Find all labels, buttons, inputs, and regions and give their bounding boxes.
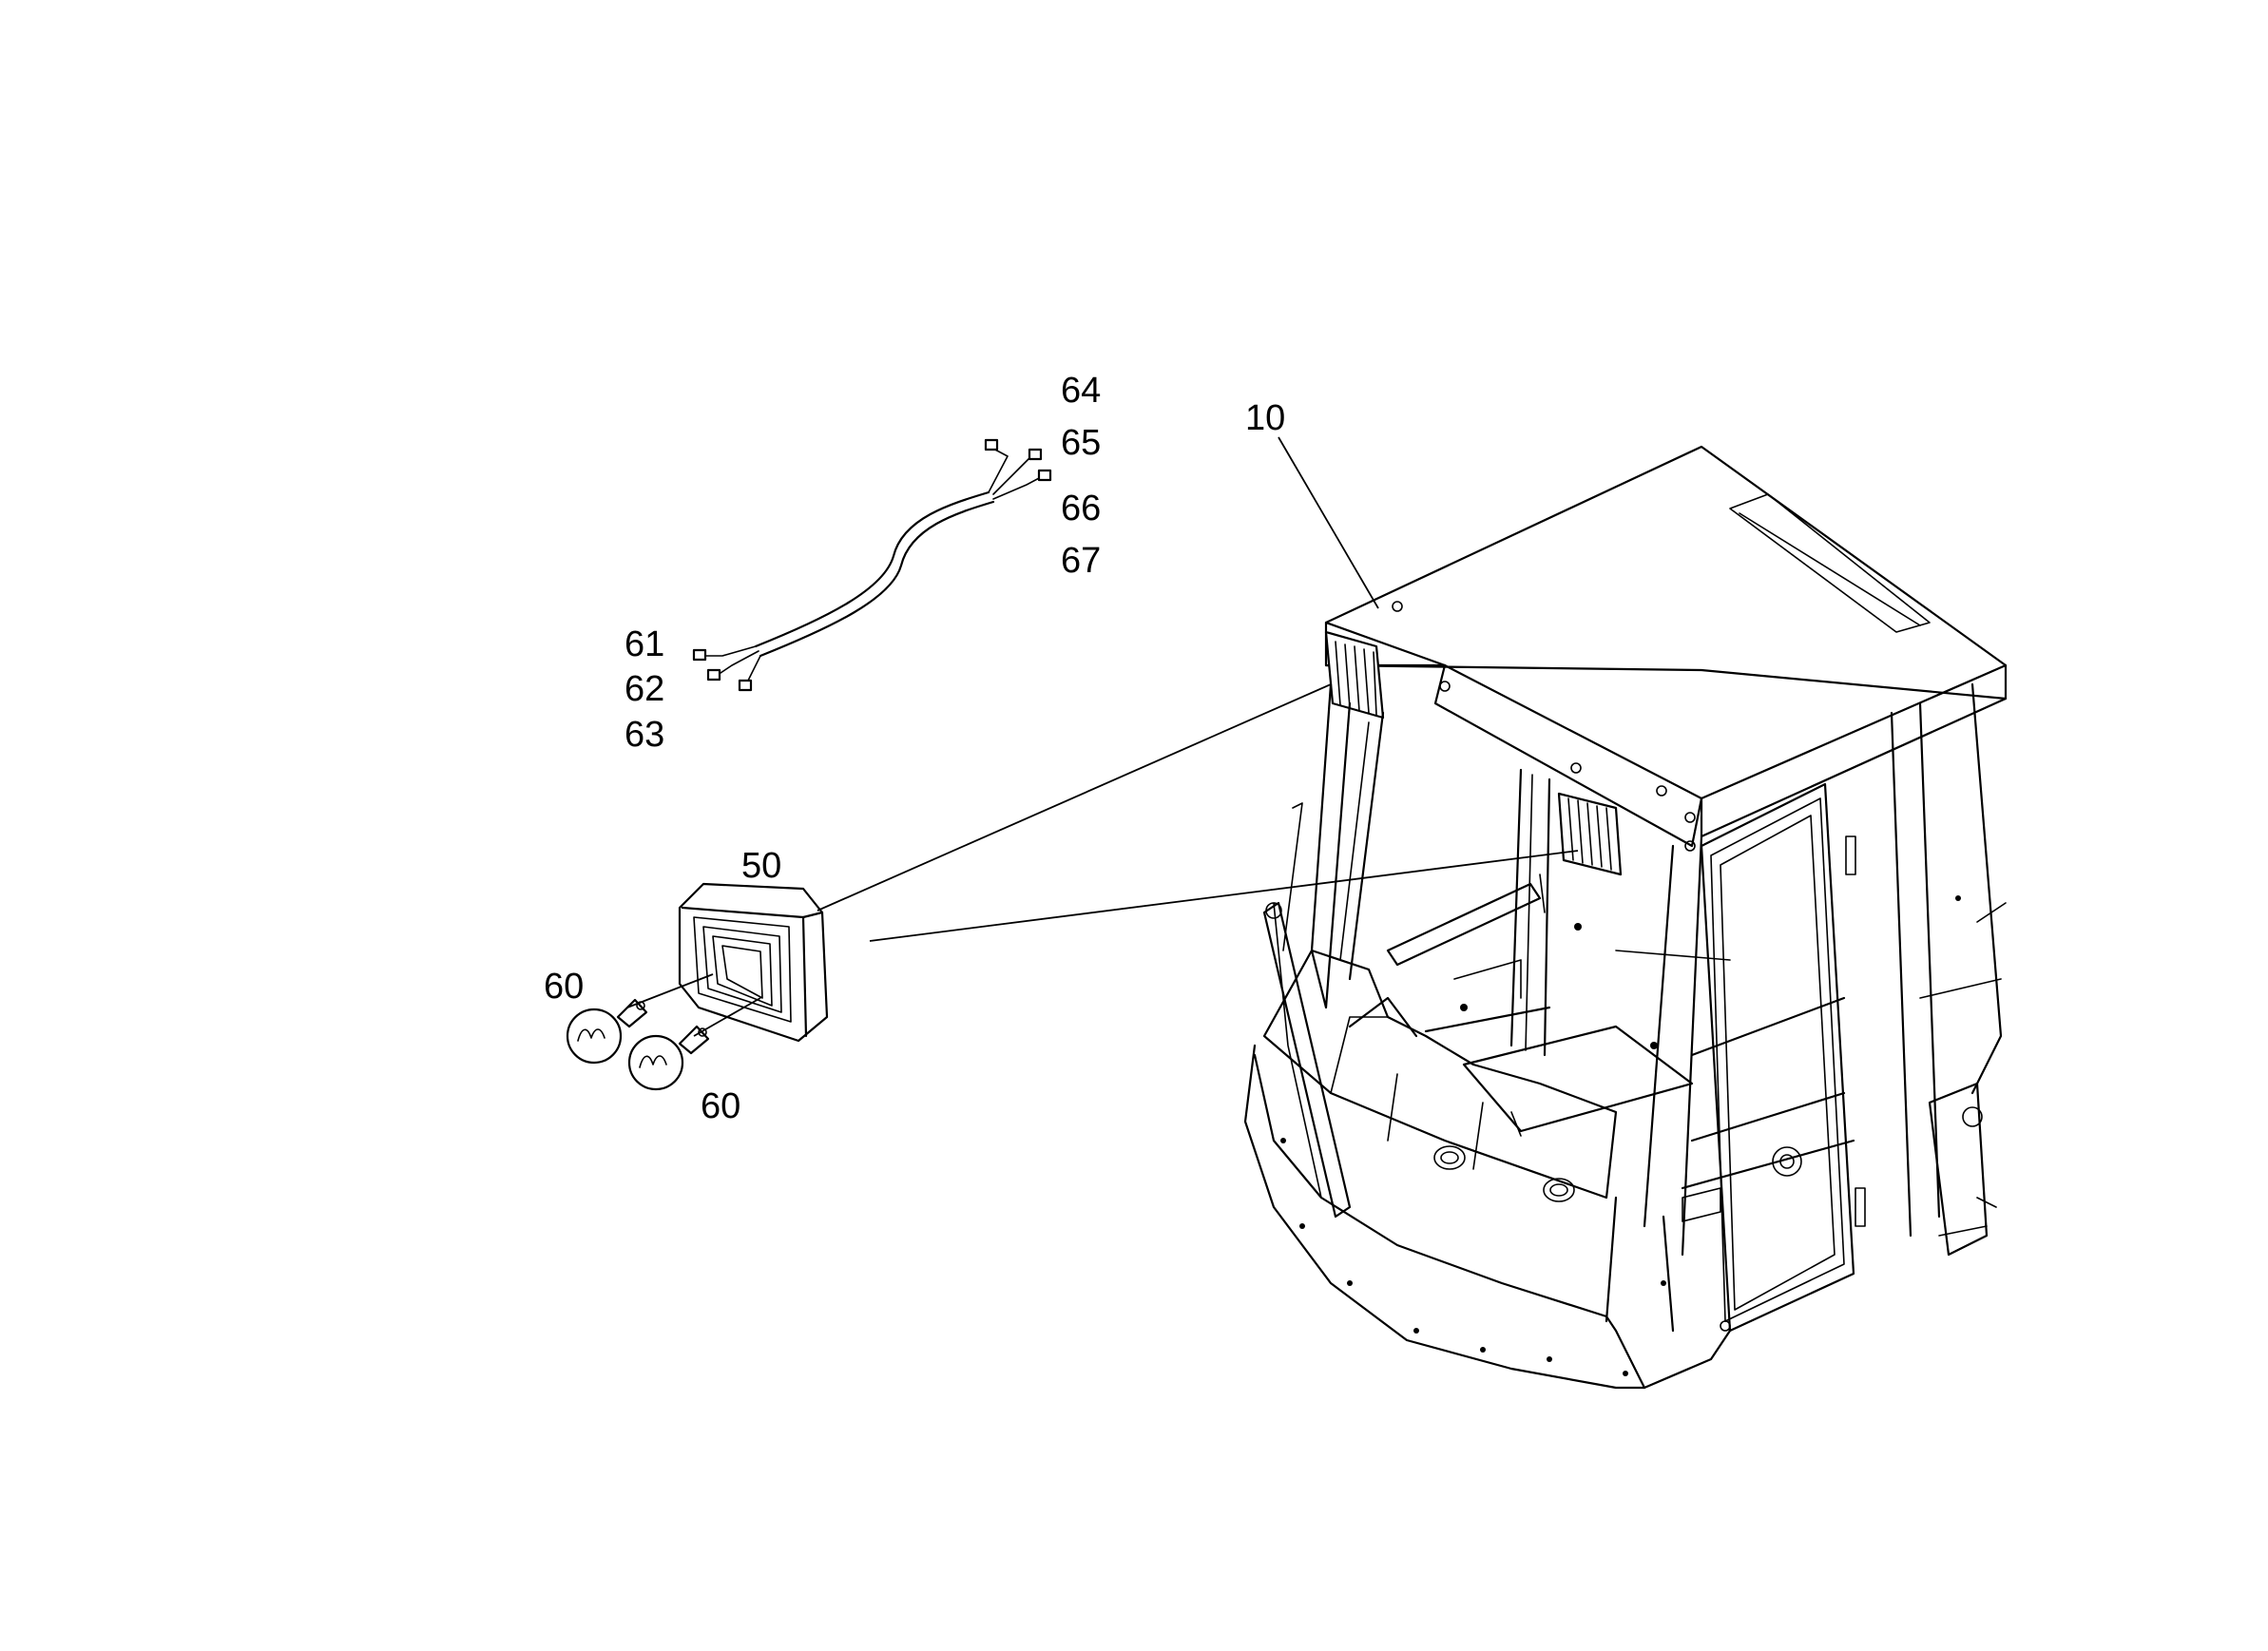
cab-assembly [1243, 445, 2008, 1390]
callout-60-upper: 60 [544, 967, 584, 1007]
wiring-harness [692, 438, 1052, 692]
callout-61: 61 [625, 624, 664, 664]
callout-67: 67 [1061, 541, 1101, 581]
bulb-2 [627, 1025, 710, 1091]
callout-63: 63 [625, 715, 664, 755]
callout-10: 10 [1245, 398, 1285, 438]
callout-60-lower: 60 [701, 1086, 740, 1126]
callout-62: 62 [625, 669, 664, 709]
callout-50: 50 [741, 846, 781, 886]
callout-66: 66 [1061, 489, 1101, 528]
callout-65: 65 [1061, 423, 1101, 463]
bulb-1 [566, 998, 648, 1065]
work-lamp [678, 882, 829, 1043]
callout-labels: 10 50 60 60 61 62 63 64 65 66 67 [544, 371, 1285, 1126]
leader-lines [626, 436, 1579, 1037]
callout-64: 64 [1061, 371, 1101, 411]
